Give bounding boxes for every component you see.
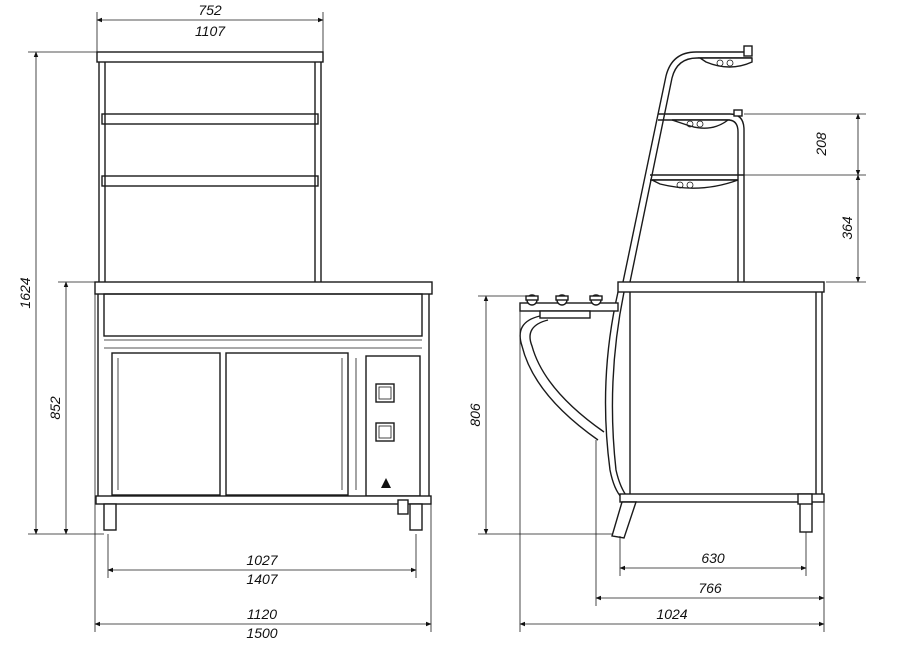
dim-inner-width-2: 1407 (246, 571, 278, 587)
dim-shelf-gap-upper: 208 (813, 132, 829, 157)
dim-base-width-2: 1500 (246, 625, 277, 641)
control-switch-2 (375, 422, 395, 442)
warning-icon (381, 478, 391, 488)
dim-depth-inner: 630 (701, 550, 725, 566)
dim-depth-mid: 766 (698, 580, 722, 596)
front-foot-left (103, 503, 117, 531)
dim-top-width-1: 752 (198, 2, 222, 18)
dim-base-width-1: 1120 (247, 606, 277, 622)
side-foot-rear (799, 501, 813, 533)
front-counter-top (94, 281, 433, 295)
front-shelf-low (101, 175, 319, 187)
front-shelf-mid (101, 113, 319, 125)
dim-top-width-2: 1107 (195, 23, 226, 39)
front-view (94, 51, 433, 531)
control-switch-1 (375, 383, 395, 403)
front-foot-right (409, 503, 423, 531)
front-door-left (111, 352, 221, 496)
side-counter-top (617, 281, 825, 293)
front-shelf-top (96, 51, 324, 63)
dim-shelf-gap-lower: 364 (839, 216, 855, 240)
dim-depth-total: 1024 (656, 606, 687, 622)
dim-counter-height: 852 (47, 396, 63, 420)
dim-inner-width-1: 1027 (246, 552, 278, 568)
dim-total-height: 1624 (17, 277, 33, 308)
side-foot-front (611, 501, 637, 539)
side-dimensions: 208 364 806 630 766 1024 (467, 113, 866, 632)
control-panel (365, 355, 421, 497)
front-dimensions: 752 1107 1624 852 1027 1407 1120 1500 (17, 2, 432, 641)
dim-side-counter-height: 806 (467, 403, 483, 427)
front-door-right (225, 352, 349, 496)
side-view (519, 45, 825, 539)
